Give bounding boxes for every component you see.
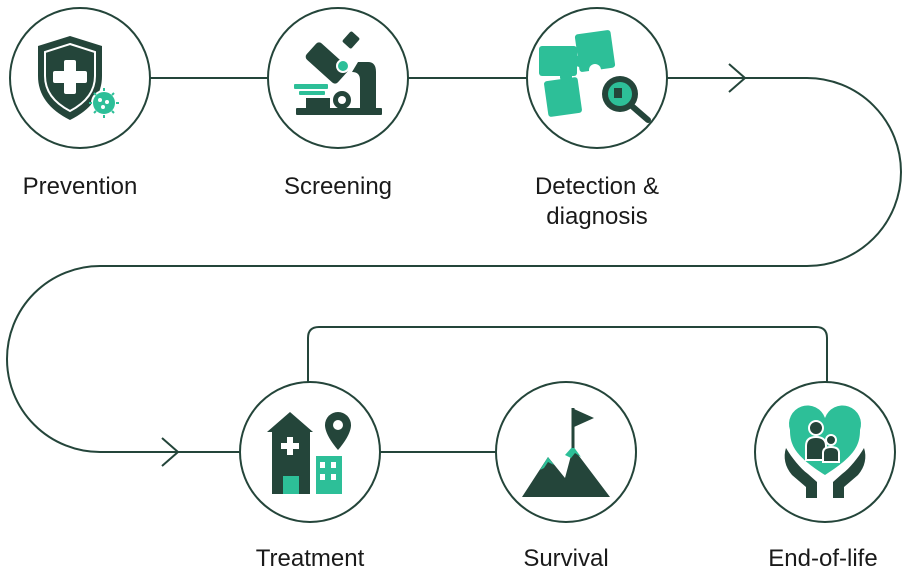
caring-hands-icon — [784, 405, 866, 498]
path-arrow-bottom — [161, 437, 180, 467]
path-arrow-top — [728, 63, 747, 93]
stage-label-treatment: Treatment — [255, 545, 365, 571]
stage-label-end-of-life: End-of-life — [768, 545, 878, 571]
stage-label-detection: Detection & diagnosis — [534, 173, 660, 230]
stage-label-screening: Screening — [283, 173, 393, 200]
stage-node-prevention — [9, 7, 151, 149]
journey-path — [6, 77, 902, 453]
stage-node-survival — [495, 381, 637, 523]
hospital-icon — [267, 412, 351, 494]
shield-icon — [38, 36, 119, 120]
stage-node-detection — [526, 7, 668, 149]
puzzle-magnifier-icon — [539, 30, 651, 123]
mountain-flag-icon — [522, 408, 610, 497]
stage-node-screening — [267, 7, 409, 149]
stage-label-survival: Survival — [523, 545, 609, 571]
node-circle — [526, 7, 668, 149]
microscope-icon — [294, 31, 382, 115]
stage-label-prevention: Prevention — [22, 173, 138, 200]
stage-node-treatment — [239, 381, 381, 523]
node-circle — [495, 381, 637, 523]
stage-node-end-of-life — [754, 381, 896, 523]
